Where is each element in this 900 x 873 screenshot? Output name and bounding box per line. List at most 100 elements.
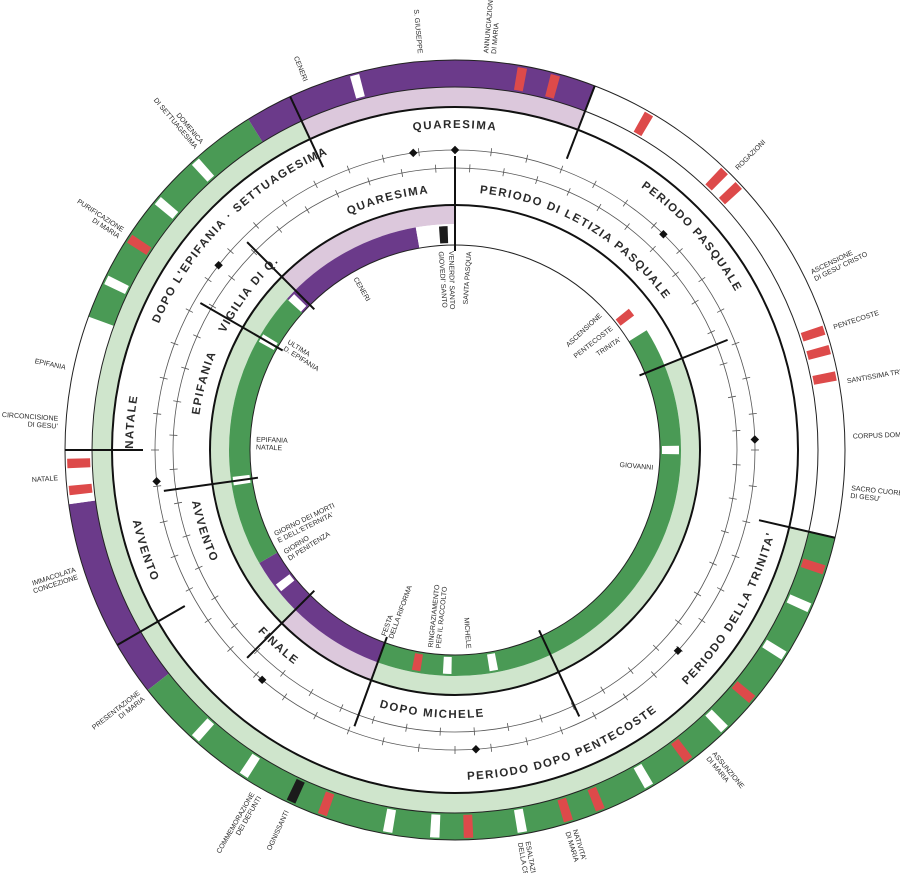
tick-outer-34 <box>204 617 212 624</box>
tick-inner-49 <box>367 177 371 186</box>
outer-stripe-34 <box>104 275 129 295</box>
tick-outer-33 <box>227 645 234 652</box>
outer-feast-label-pentecoste: PENTECOSTE <box>833 310 881 331</box>
outer-stripe-33 <box>75 358 101 373</box>
tick-outer-20 <box>650 671 657 678</box>
tick-outer-41 <box>159 376 168 380</box>
season-label-text-avvento-inner: AVVENTO <box>189 499 219 564</box>
outer-feast-label-immacolata: IMMACOLATACONCEZIONE <box>30 567 79 596</box>
outer-feast-label-line: S. GIUSEPPE <box>412 9 423 54</box>
inner-season-arc-2 <box>242 276 296 337</box>
tick-inner-29 <box>339 704 344 712</box>
inner-feast-label-line: MICHELE <box>462 617 471 649</box>
tick-outer-48 <box>313 180 318 189</box>
tick-outer-30 <box>313 711 318 720</box>
outer-stripe-31 <box>67 458 91 469</box>
outer-feast-label-rogazioni: ROGAZIONI <box>735 139 768 172</box>
inner-season-arc-4 <box>455 205 683 366</box>
tick-outer-44 <box>204 276 212 283</box>
outer-season-ring <box>91 86 818 814</box>
inner-band-arc-1 <box>228 298 303 563</box>
tick-inner-1 <box>502 168 505 177</box>
inner-band-arc-3 <box>415 224 455 249</box>
week-diamond-4 <box>471 745 481 754</box>
outer-divider-4 <box>758 519 836 539</box>
inner-divider-0 <box>353 636 388 727</box>
tick-outer-8 <box>698 276 706 283</box>
tick-outer-47 <box>281 199 288 207</box>
tick-inner-18 <box>674 619 682 625</box>
tick-inner-38 <box>169 468 178 470</box>
tick-outer-24 <box>525 737 529 746</box>
tick-inner-25 <box>473 727 475 736</box>
outer-stripe-10 <box>819 445 843 455</box>
tick-outer-21 <box>622 693 629 701</box>
inner-divider-3 <box>199 302 284 352</box>
tick-outer-6 <box>650 222 657 229</box>
tick-inner-6 <box>649 245 656 253</box>
tick-outer-36 <box>170 554 179 559</box>
tick-outer-16 <box>731 554 740 559</box>
tick-outer-40 <box>153 412 162 415</box>
outer-stripe-35 <box>127 234 152 255</box>
tick-outer-9 <box>716 308 725 313</box>
tick-inner-3 <box>566 188 571 196</box>
tick-outer-1 <box>490 148 493 157</box>
outer-stripe-30 <box>68 483 93 496</box>
inner-stripe-7 <box>442 656 452 674</box>
outer-feast-label-line: DI GESU' <box>850 493 881 503</box>
tick-inner-44 <box>228 275 236 281</box>
outer-stripe-26 <box>317 791 335 817</box>
inner-feast-label-festa-riforma: FESTADELLA RIFORMA <box>381 582 414 640</box>
inner-feast-label-ceneri-inner: CENERI <box>352 276 371 302</box>
outer-stripe-13 <box>800 558 826 575</box>
outer-feast-label-domenica-settuagesima: DOMENICADI SETTUAGESIMA <box>152 92 204 151</box>
week-diamond-8 <box>409 148 418 158</box>
inner-stripe-1 <box>423 227 434 246</box>
outer-stripe-36 <box>154 196 179 219</box>
tick-outer-15 <box>742 520 751 524</box>
season-dividers <box>65 85 836 727</box>
inner-stripe-5 <box>487 653 499 672</box>
tick-inner-37 <box>174 501 183 505</box>
outer-stripe-37 <box>191 158 215 182</box>
tick-inner-47 <box>304 206 310 214</box>
inner-feast-label-line: VENERDI' SANTO <box>447 251 455 310</box>
tick-outer-28 <box>381 737 385 746</box>
inner-band-arc-4 <box>455 224 647 342</box>
inner-divider-6 <box>639 338 728 377</box>
tick-outer-46 <box>253 222 260 229</box>
outer-feast-label-line: OGNISSANTI <box>266 810 291 852</box>
tick-inner-2 <box>535 176 539 185</box>
tick-inner-24 <box>506 722 510 731</box>
outer-feast-label-epifania: EPIFANIA <box>34 358 67 371</box>
outer-feast-label-circoncisione: CIRCONCISIONEDI GESU' <box>1 412 59 431</box>
inner-stripe-4 <box>661 445 680 455</box>
inner-stripe-11 <box>288 294 307 312</box>
outer-feast-label-esaltazione-croce: ESALTAZIONEDELLA CROCE <box>516 841 539 873</box>
inner-feast-label-ringraziamento: RINGRAZIAMENTOPER IL RACCOLTO <box>428 584 449 649</box>
outer-divider-3 <box>565 85 596 160</box>
outer-stripe-25 <box>382 808 397 833</box>
outer-feast-label-ascensione: ASCENSIONEDI GESU' CRISTO <box>810 244 869 283</box>
tick-outer-5 <box>622 199 629 207</box>
inner-stripe-8 <box>275 574 295 592</box>
outer-feast-label-natale-feast: NATALE <box>32 475 59 484</box>
week-diamond-2 <box>750 435 760 444</box>
week-diamond-6 <box>152 477 161 486</box>
inner-feast-label-line: SANTA PASQUA <box>463 251 474 305</box>
season-label-natale: NATALE <box>124 394 141 449</box>
tick-inner-32 <box>254 647 261 655</box>
outer-stripe-27 <box>286 778 305 804</box>
outer-feast-label-santissima-trinita: SANTISSIMA TRINITA' <box>847 366 900 385</box>
tick-outer-31 <box>281 693 288 701</box>
outer-stripe-4 <box>705 167 728 191</box>
inner-feast-label-ultima-epifania: ULTIMAD. EPIFANIA <box>282 339 324 373</box>
outer-stripe-12 <box>812 515 837 529</box>
inner-band-arc-2 <box>287 227 420 313</box>
outer-stripe-17 <box>705 709 728 733</box>
inner-feast-stripes <box>232 226 680 674</box>
season-label-quaresima-outer: QUARESIMA <box>412 119 498 134</box>
outer-stripe-23 <box>463 814 474 838</box>
